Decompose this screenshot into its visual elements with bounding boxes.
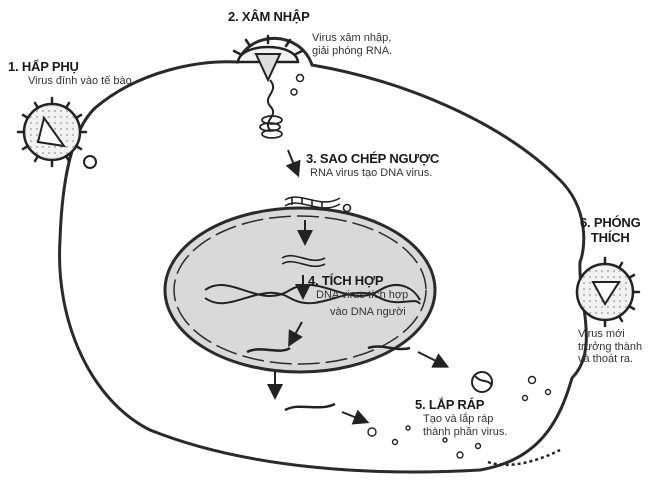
step-6-title-line: 6. PHÓNG: [580, 216, 641, 231]
step-6-desc-line: Virus mới: [578, 328, 642, 341]
step-2-title: 2. XÂM NHẬP: [228, 10, 310, 25]
step-5-desc-line: thành phần virus.: [423, 426, 507, 439]
step-6-title-line: THÍCH: [580, 231, 641, 246]
step-2-desc-line: giải phóng RNA.: [312, 45, 392, 58]
step-2: 2. XÂM NHẬP: [228, 10, 310, 25]
step-2-desc: Virus xâm nhập, giải phóng RNA.: [312, 32, 392, 57]
step-4-desc-line: DNA virus tích hợp: [316, 289, 408, 302]
step-6-desc-line: trưởng thành: [578, 341, 642, 354]
step-3-desc: RNA virus tạo DNA virus.: [310, 167, 439, 180]
step-1: 1. HẤP PHỤ Virus đính vào tế bào.: [8, 60, 135, 88]
step-1-desc: Virus đính vào tế bào.: [28, 75, 135, 88]
receptor: [84, 156, 96, 168]
step-6-desc: Virus mới trưởng thành và thoát ra.: [578, 328, 642, 366]
step-5: 5. LẮP RÁP Tạo và lắp ráp thành phần vir…: [415, 398, 507, 438]
step-6-desc-line: và thoát ra.: [578, 353, 642, 366]
step-6: 6. PHÓNG THÍCH: [580, 216, 641, 246]
step-1-title: 1. HẤP PHỤ: [8, 60, 135, 75]
step-5-title: 5. LẮP RÁP: [415, 398, 507, 413]
step-4-desc-line: vào DNA người: [330, 306, 408, 319]
step-5-desc-line: Tạo và lắp ráp: [423, 413, 507, 426]
step-4-title: 4. TÍCH HỢP: [308, 274, 408, 289]
step-4: 4. TÍCH HỢP DNA virus tích hợp vào DNA n…: [308, 274, 408, 318]
step-3-title: 3. SAO CHÉP NGƯỢC: [306, 152, 439, 167]
step-2-desc-line: Virus xâm nhập,: [312, 32, 392, 45]
step-3: 3. SAO CHÉP NGƯỢC RNA virus tạo DNA viru…: [306, 152, 439, 180]
